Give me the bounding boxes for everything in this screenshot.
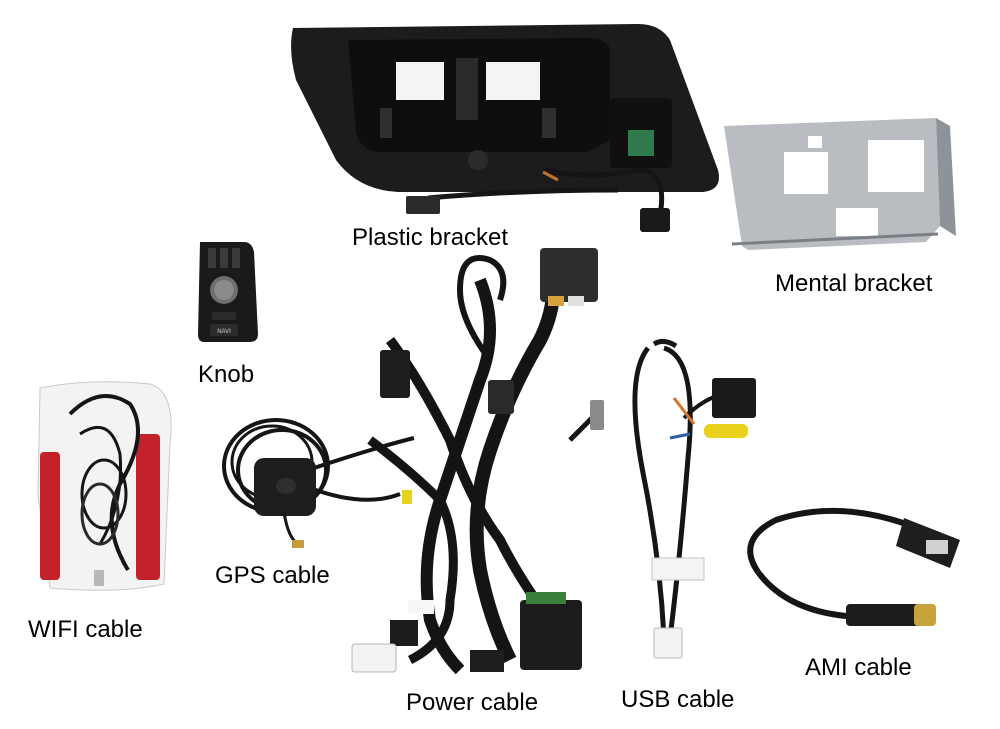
power-cable-label: Power cable	[406, 689, 539, 716]
ami-cable	[736, 500, 968, 640]
usb-cable-label: USB cable	[621, 686, 735, 713]
knob-controller: NAVI	[194, 238, 262, 344]
power-cable-harness	[350, 240, 620, 680]
wifi-cable-label: WIFI cable	[28, 616, 143, 643]
plastic-bracket	[288, 20, 723, 240]
navi-button-label: NAVI	[217, 329, 231, 335]
gps-cable-label: GPS cable	[215, 562, 330, 589]
metal-bracket-label: Mental bracket	[775, 270, 933, 297]
knob-label: Knob	[198, 361, 255, 388]
wifi-cable	[30, 374, 180, 596]
gps-cable	[214, 408, 424, 558]
plastic-bracket-label: Plastic bracket	[352, 224, 509, 251]
usb-cable	[624, 338, 764, 670]
metal-bracket	[718, 116, 966, 258]
ami-cable-label: AMI cable	[805, 654, 912, 681]
